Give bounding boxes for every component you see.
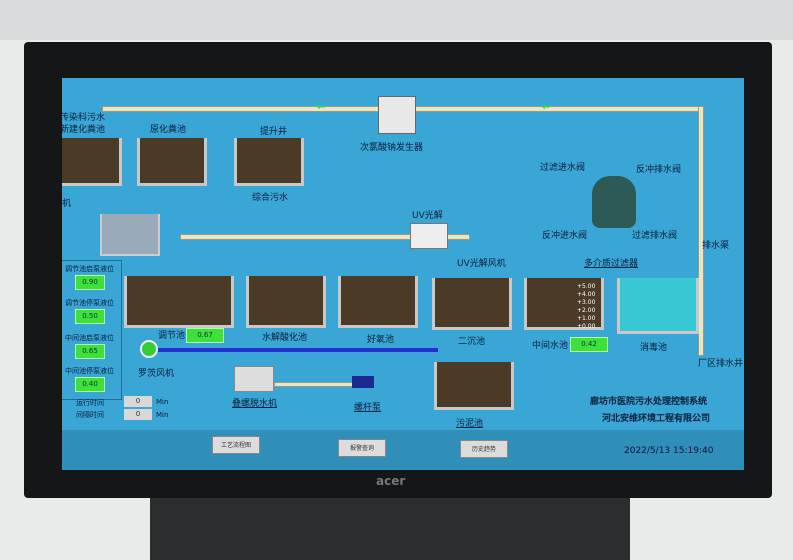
old-septic-label: 原化粪池: [150, 125, 187, 135]
new-septic-tank: [62, 138, 122, 186]
scale-tick: +3.00: [577, 299, 596, 306]
run-time-input[interactable]: 0: [124, 396, 152, 407]
datetime: 2022/5/13 15:19:40: [624, 446, 714, 456]
secondary-tank: [432, 278, 512, 330]
grille-machine: [100, 214, 160, 256]
hydrolysis-tank: [246, 276, 326, 328]
scale-tick: +1.00: [577, 315, 596, 322]
monitor-logo: acer: [376, 474, 406, 488]
company-name: 河北安维环境工程有限公司: [602, 414, 711, 424]
interval-input[interactable]: 0: [124, 409, 152, 420]
disinfection-label: 消毒池: [640, 343, 668, 353]
monitor-stand: [150, 498, 630, 560]
setpoint-label: 调节池启泵液位: [65, 265, 114, 273]
screw-pump: [352, 376, 374, 388]
roots-blower-label: 罗茨风机: [138, 369, 175, 379]
pipe-right: [698, 106, 704, 356]
regulating-label: 调节池: [158, 331, 186, 341]
scale-tick: +2.00: [577, 307, 596, 314]
regulating-level: 0.67: [186, 328, 224, 343]
secondary-label: 二沉池: [458, 337, 486, 347]
scada-screen: 次氯酸钠发生器 ← ← 传染科污水 新建化粪池 原化粪池 提升井 综合污水 格栅…: [62, 78, 744, 470]
scale-tick: +4.00: [577, 291, 596, 298]
old-septic-tank: [137, 138, 207, 186]
multimedia-filter: [592, 176, 636, 228]
hypochlorite-generator: [378, 96, 416, 134]
hypochlorite-label: 次氯酸钠发生器: [360, 143, 424, 153]
setpoint-value[interactable]: 0.90: [75, 275, 105, 290]
process-flow-button[interactable]: 工艺流程图: [212, 436, 260, 454]
setpoint-value[interactable]: 0.65: [75, 344, 105, 359]
mixed-sewage-label: 综合污水: [252, 193, 289, 203]
setpoint-value[interactable]: 0.50: [75, 309, 105, 324]
lift-well-label: 提升井: [260, 127, 288, 137]
aerobic-tank: [338, 276, 418, 328]
level-setpoint-panel: 调节池启泵液位 0.90 调节池停泵液位 0.50 中间池启泵液位 0.65 中…: [62, 260, 122, 400]
scale-tick: +0.00: [577, 323, 596, 330]
screw-press-label: 叠螺脱水机: [232, 399, 278, 409]
roots-blower-icon: [140, 340, 158, 358]
run-time-label: 运行时间: [76, 399, 104, 407]
aerobic-label: 好氧池: [367, 335, 395, 345]
grille-label: 格栅机: [62, 199, 72, 209]
intermediate-label: 中间水池: [532, 341, 569, 351]
air-pipe: [158, 348, 438, 352]
uv-unit: [410, 223, 448, 249]
filter-in-valve-label: 过滤进水阀: [540, 163, 586, 173]
screw-press: [234, 366, 274, 392]
backwash-out-valve-label: 反冲排水阀: [636, 165, 682, 175]
uv-label: UV光解: [412, 211, 443, 221]
interval-unit: Min: [156, 411, 169, 419]
setpoint-label: 调节池停泵液位: [65, 299, 114, 307]
lift-well-tank: [234, 138, 304, 186]
footer-bar: 工艺流程图 报警查询 历史趋势 2022/5/13 15:19:40: [62, 430, 744, 470]
disinfection-tank: [617, 278, 699, 334]
pipe-air: [180, 234, 470, 240]
new-septic-label: 新建化粪池: [62, 125, 106, 135]
intermediate-tank: [524, 278, 604, 330]
sludge-pipe: [274, 382, 354, 387]
wall: [0, 0, 793, 40]
hydrolysis-label: 水解酸化池: [262, 333, 308, 343]
intermediate-level: 0.42: [570, 337, 608, 352]
uv-fan-label: UV光解风机: [457, 259, 506, 269]
interval-label: 间隔时间: [76, 411, 104, 419]
system-title: 廊坊市医院污水处理控制系统: [590, 397, 708, 407]
history-trend-button[interactable]: 历史趋势: [460, 440, 508, 458]
sludge-tank: [434, 362, 514, 410]
sludge-label: 污泥池: [456, 419, 484, 429]
plant-drain-label: 厂区排水井: [698, 359, 744, 369]
run-time-unit: Min: [156, 398, 169, 406]
filter-label: 多介质过滤器: [584, 259, 639, 269]
setpoint-label: 中间池停泵液位: [65, 367, 114, 375]
level-scale: +5.00+4.00+3.00+2.00+1.00+0.00: [577, 283, 595, 331]
filter-out-valve-label: 过滤排水阀: [632, 231, 678, 241]
screw-pump-label: 螺杆泵: [354, 403, 382, 413]
regulating-tank: [124, 276, 234, 328]
drain-channel-label: 排水渠: [702, 241, 730, 251]
infect-tank-label: 传染科污水: [62, 113, 106, 123]
setpoint-label: 中间池启泵液位: [65, 334, 114, 342]
setpoint-value[interactable]: 0.40: [75, 377, 105, 392]
flow-arrow-icon: ←: [542, 102, 551, 113]
flow-arrow-icon: ←: [317, 102, 326, 113]
backwash-in-valve-label: 反冲进水阀: [542, 231, 588, 241]
alarm-query-button[interactable]: 报警查询: [338, 439, 386, 457]
scale-tick: +5.00: [577, 283, 596, 290]
